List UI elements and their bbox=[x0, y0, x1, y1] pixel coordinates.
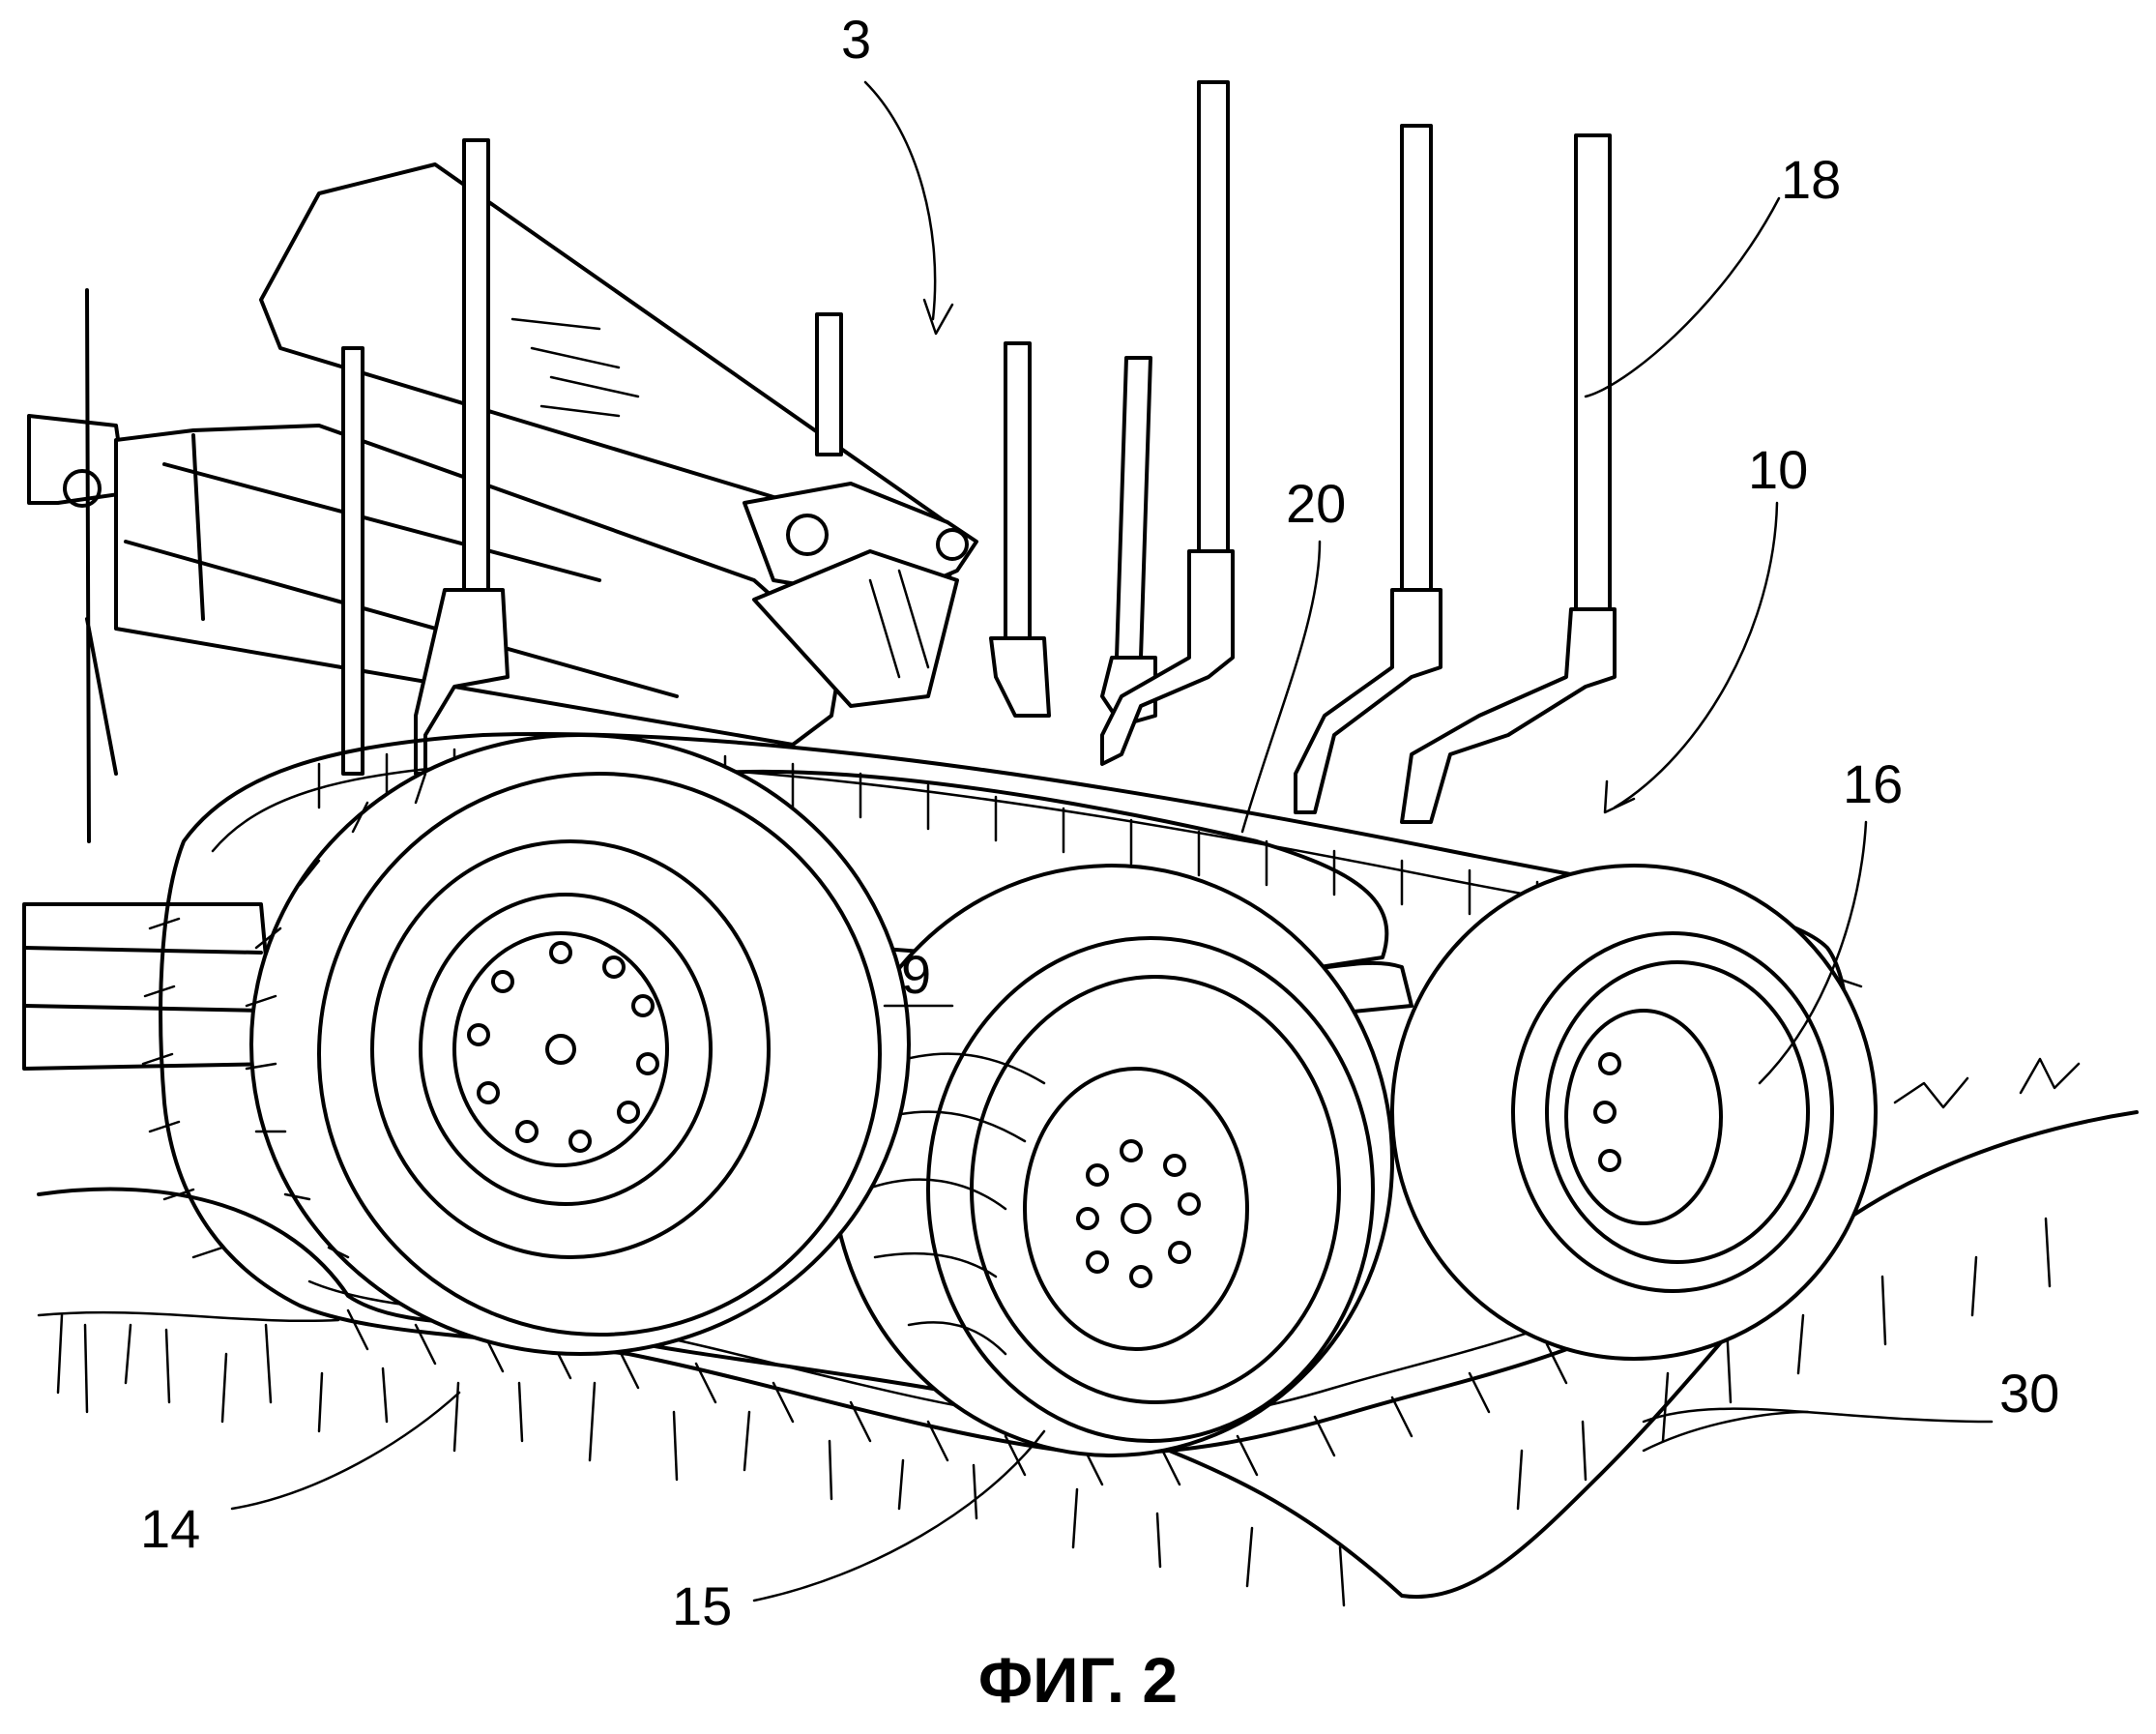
ref-10: 10 bbox=[1748, 439, 1808, 500]
ref-15: 15 bbox=[672, 1575, 732, 1636]
reference-numerals: 3 18 20 10 16 9 14 15 30 bbox=[140, 9, 2059, 1636]
ref-3: 3 bbox=[841, 9, 871, 70]
ref-14: 14 bbox=[140, 1498, 200, 1559]
ref-30: 30 bbox=[1999, 1363, 2059, 1424]
ref-20: 20 bbox=[1286, 473, 1346, 534]
figure-caption: ФИГ. 2 bbox=[978, 1644, 1178, 1716]
rear-wheel bbox=[1390, 864, 1878, 1361]
ref-16: 16 bbox=[1843, 753, 1903, 814]
middle-wheel bbox=[830, 864, 1394, 1457]
front-wheel bbox=[245, 733, 911, 1356]
leader-lines bbox=[230, 80, 1994, 1602]
ref-9: 9 bbox=[901, 944, 931, 1005]
stakes bbox=[341, 80, 1617, 824]
ref-18: 18 bbox=[1781, 149, 1841, 210]
